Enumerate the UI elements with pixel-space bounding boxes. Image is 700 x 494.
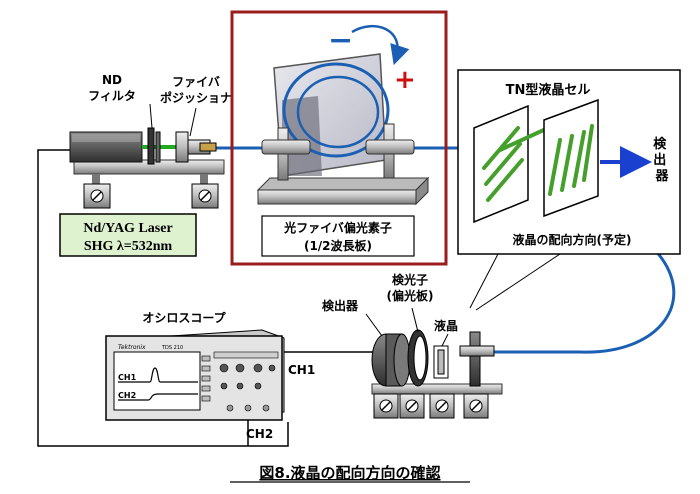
detection-stage bbox=[365, 307, 503, 419]
laser-to-scope-ch2-cable bbox=[37, 149, 289, 447]
detection-post bbox=[399, 393, 425, 419]
laser-post-right bbox=[191, 183, 219, 209]
fiber-loop-inner bbox=[296, 75, 380, 149]
scope-input-connector[interactable] bbox=[262, 404, 270, 412]
lc-alignment-lines-back bbox=[548, 124, 594, 196]
fiber-return-loop bbox=[493, 248, 676, 354]
scope-knob[interactable] bbox=[219, 363, 229, 373]
scope-menu-button[interactable] bbox=[201, 395, 211, 402]
detector-vertical-char-2: 出 bbox=[653, 152, 666, 168]
laser-label-box: Nd/YAG Laser SHG λ=532nm bbox=[59, 213, 197, 257]
fiber-output-holder bbox=[469, 331, 481, 387]
scope-menu-button[interactable] bbox=[201, 375, 211, 382]
fiber-polarizer-label-box bbox=[261, 215, 415, 257]
detector-vertical-label: 検 出 器 bbox=[653, 136, 671, 184]
detection-post bbox=[373, 393, 399, 419]
nd-filter-label-line2: フィルタ bbox=[88, 89, 136, 103]
nd-filter-label-line1: ND bbox=[102, 73, 122, 87]
scope-control-panel bbox=[213, 351, 279, 412]
lc-alignment-lines-front bbox=[482, 126, 550, 202]
scope-menu-button[interactable] bbox=[201, 355, 211, 362]
fiber-polarizer-label-line1: 光ファイバ偏光素子 bbox=[283, 220, 392, 235]
laser-assembly bbox=[69, 103, 225, 209]
fiber-holder-left bbox=[261, 139, 311, 155]
nd-filter-plate bbox=[147, 127, 155, 165]
scope-input-connector[interactable] bbox=[244, 404, 252, 412]
alignment-direction-label: 液晶の配向方向(予定) bbox=[513, 232, 632, 247]
rotation-arrow bbox=[351, 24, 410, 66]
fiber-holder-right bbox=[365, 139, 415, 155]
fiber-positioner bbox=[175, 131, 189, 163]
fiber-polarizer-group: − + 光ファイバ偏光素子 (1/2波長板) bbox=[230, 10, 448, 266]
tn-cell-title: TN型液晶セル bbox=[506, 82, 591, 98]
oscilloscope-brand: Tektronix bbox=[118, 344, 146, 351]
scope-knob[interactable] bbox=[236, 382, 244, 390]
scope-menu-button[interactable] bbox=[201, 385, 211, 392]
detector-label: 検出器 bbox=[322, 298, 359, 313]
ch2-waveform bbox=[118, 393, 198, 401]
figure-caption: 図8.液晶の配向方向の確認 bbox=[259, 464, 440, 482]
scope-knob[interactable] bbox=[254, 382, 262, 390]
detection-post bbox=[463, 393, 489, 419]
signal-cables bbox=[37, 149, 375, 447]
scope-menu-button[interactable] bbox=[201, 365, 211, 372]
analyzer-label-line2: (偏光板) bbox=[387, 288, 434, 303]
scope-knob[interactable] bbox=[220, 382, 228, 390]
oscilloscope-model: TDS 210 bbox=[161, 345, 183, 351]
ch2-label: CH2 bbox=[246, 427, 273, 441]
fiber-polarizer-label-line2: (1/2波長板) bbox=[304, 238, 372, 253]
detector-vertical-char-3: 器 bbox=[654, 169, 669, 184]
detection-post bbox=[429, 393, 455, 419]
laser-post-left bbox=[83, 183, 111, 209]
detector-vertical-char-1: 検 bbox=[653, 136, 667, 152]
fiber-polarizer-highlight-box bbox=[230, 10, 448, 266]
tn-cell-plate-back bbox=[543, 98, 599, 218]
fiber-positioner-label-line2: ポジッショナ bbox=[160, 90, 232, 105]
scope-knob[interactable] bbox=[268, 364, 276, 372]
minus-sign: − bbox=[328, 23, 353, 58]
screen-ch1-label: CH1 bbox=[118, 373, 137, 382]
tn-cell-callout: TN型液晶セル 検 出 器 液晶の配向方向(予定) bbox=[457, 69, 681, 311]
scope-input-connector[interactable] bbox=[226, 404, 234, 412]
ch1-label: CH1 bbox=[288, 363, 315, 377]
fiber-positioner-label-line1: ファイバ bbox=[172, 75, 220, 89]
ch1-waveform bbox=[118, 367, 198, 383]
fiber-loop-outer bbox=[282, 62, 390, 158]
screen-ch2-label: CH2 bbox=[118, 391, 136, 400]
scope-knob[interactable] bbox=[235, 363, 245, 373]
liquid-crystal-label: 液晶 bbox=[434, 318, 458, 333]
oscilloscope: Tektronix TDS 210 CH1 CH2 bbox=[105, 329, 285, 421]
plus-sign: + bbox=[394, 65, 416, 95]
oscilloscope-label: オシロスコープ bbox=[142, 310, 226, 325]
analyzer-label-line1: 検光子 bbox=[392, 272, 428, 287]
scope-knob[interactable] bbox=[253, 363, 263, 373]
laser-label-line2: SHG λ=532nm bbox=[84, 239, 173, 254]
laser-label-line1: Nd/YAG Laser bbox=[83, 221, 172, 236]
